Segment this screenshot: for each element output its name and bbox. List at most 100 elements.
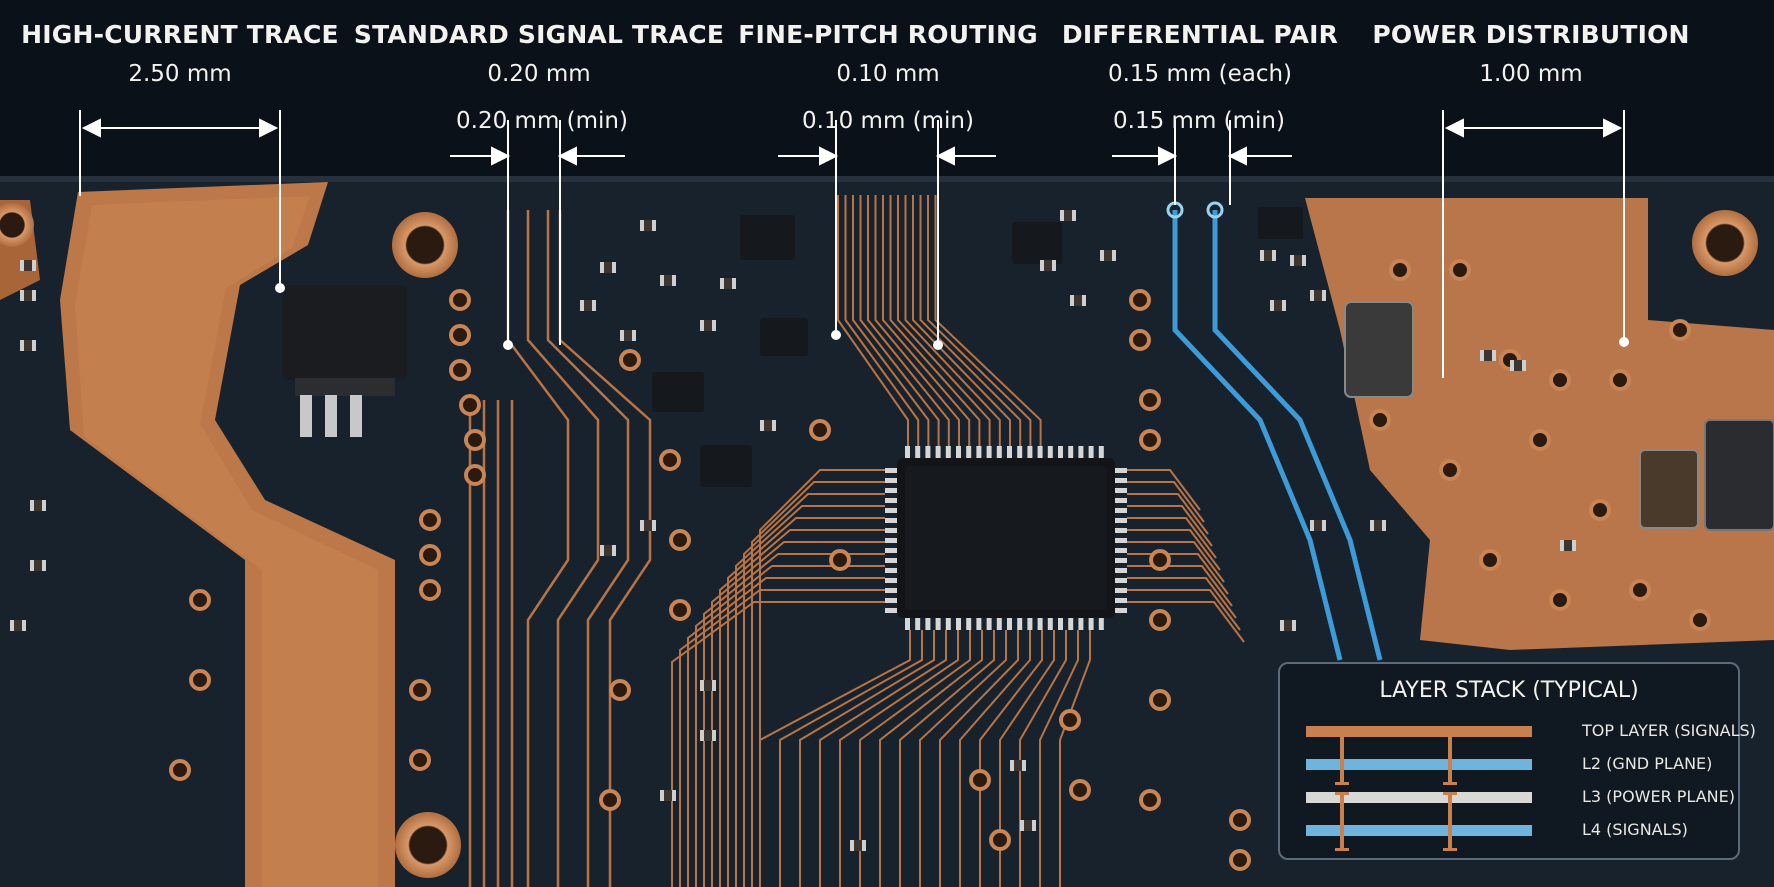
smd-component <box>10 620 26 631</box>
smd-terminal <box>652 220 656 231</box>
ic-pin <box>1115 548 1127 553</box>
ic-pin <box>905 618 910 630</box>
smd-terminal <box>22 620 26 631</box>
smd-terminal <box>1070 295 1074 306</box>
ic-pin <box>1115 518 1127 523</box>
legend-via-cap <box>1443 726 1457 729</box>
legend-via-cap <box>1443 848 1457 851</box>
fine-pitch-trace <box>1127 529 1221 571</box>
layer-stack-legend: LAYER STACK (TYPICAL) TOP LAYER (SIGNALS… <box>1278 662 1756 860</box>
dim-arrowhead <box>81 118 101 138</box>
smd-terminal <box>592 300 596 311</box>
smd-terminal <box>1032 820 1036 831</box>
dim-endpoint <box>933 340 943 350</box>
smd-terminal <box>720 278 724 289</box>
fine-pitch-trace <box>1127 493 1209 535</box>
annotation-width: 0.10 mm <box>836 61 940 87</box>
fine-pitch-trace <box>1127 469 1201 511</box>
ic-pin <box>1088 618 1094 630</box>
legend-swatch <box>1306 759 1532 770</box>
smd-terminal <box>1272 250 1276 261</box>
smd-terminal <box>1302 255 1306 266</box>
ic-pin <box>1115 578 1127 583</box>
smd-terminal <box>612 262 616 273</box>
ic-pin <box>1047 618 1053 630</box>
smd-terminal <box>20 290 24 301</box>
smd-terminal <box>1260 250 1264 261</box>
fine-pitch-trace <box>912 195 1011 446</box>
via-pad <box>1439 459 1461 481</box>
smd-component <box>720 278 736 289</box>
fine-pitch-trace <box>889 195 981 446</box>
fine-pitch-trace <box>799 630 935 887</box>
ic-pin <box>956 618 961 630</box>
smd-terminal <box>1020 820 1024 831</box>
smd-component <box>20 260 36 271</box>
smd-component <box>1290 255 1306 266</box>
fine-pitch-trace <box>867 195 950 446</box>
via-pad <box>829 549 851 571</box>
via-pad <box>809 419 831 441</box>
smd-terminal <box>20 340 24 351</box>
fine-pitch-trace <box>711 541 885 887</box>
smd-component <box>1310 520 1326 531</box>
annotation-title: POWER DISTRIBUTION <box>1372 20 1690 49</box>
smd-component <box>640 520 656 531</box>
ic-pin <box>1115 558 1127 563</box>
via-pad <box>449 289 471 311</box>
smd-component <box>600 545 616 556</box>
ic-pin <box>885 568 897 573</box>
via-pad <box>1589 499 1611 521</box>
fine-pitch-trace <box>844 195 920 446</box>
smd-component <box>580 300 596 311</box>
smd-component <box>30 560 46 571</box>
fine-pitch-trace <box>859 195 940 446</box>
ic-pin <box>935 618 941 630</box>
via-pad <box>1149 609 1171 631</box>
smd-terminal <box>1022 760 1026 771</box>
dim-arrowhead <box>491 146 511 166</box>
legend-label: L4 (SIGNALS) <box>1582 820 1688 839</box>
annotation-high-current: HIGH-CURRENT TRACE 2.50 mm <box>21 20 339 87</box>
smd-terminal <box>1370 520 1374 531</box>
annotation-standard-signal: STANDARD SIGNAL TRACE 0.20 mm <box>354 20 724 87</box>
ic-pin <box>1098 446 1104 458</box>
annotation-width: 2.50 mm <box>128 61 232 87</box>
via-pad <box>1149 689 1171 711</box>
smd-terminal <box>652 520 656 531</box>
small-ic <box>760 318 808 356</box>
regulator-pin <box>350 395 362 437</box>
legend-label: TOP LAYER (SIGNALS) <box>1582 721 1756 740</box>
ic-pin <box>1037 618 1043 630</box>
smd-terminal <box>30 500 34 511</box>
fine-pitch-trace <box>959 630 1031 887</box>
legend-via-cap <box>1443 782 1457 785</box>
fine-pitch-trace <box>882 195 971 446</box>
differential-trace-a <box>1172 210 1343 661</box>
ic-pin <box>885 528 897 533</box>
ic-pin <box>956 446 961 458</box>
smd-component <box>1040 260 1056 271</box>
fine-pitch-trace <box>852 195 930 446</box>
fine-pitch-trace <box>999 630 1055 887</box>
via-pad <box>1689 609 1711 631</box>
ic-pin <box>885 498 897 503</box>
smd-terminal <box>32 340 36 351</box>
via-pad <box>409 749 431 771</box>
ic-pin <box>885 558 897 563</box>
smd-component <box>640 220 656 231</box>
ic-pin <box>1017 446 1023 458</box>
annotation-spacing: 0.20 mm (min) <box>456 108 628 134</box>
smd-terminal <box>20 260 24 271</box>
via-pad <box>1139 789 1161 811</box>
dim-endpoint <box>503 340 513 350</box>
ic-pin <box>885 578 897 583</box>
dim-arrowhead <box>819 146 839 166</box>
legend-via <box>1448 792 1452 850</box>
smd-terminal <box>1072 210 1076 221</box>
via-pad <box>1549 369 1571 391</box>
ic-pin <box>885 608 897 613</box>
smd-terminal <box>1310 520 1314 531</box>
fine-pitch-trace <box>727 517 885 887</box>
via-pad <box>1669 319 1691 341</box>
